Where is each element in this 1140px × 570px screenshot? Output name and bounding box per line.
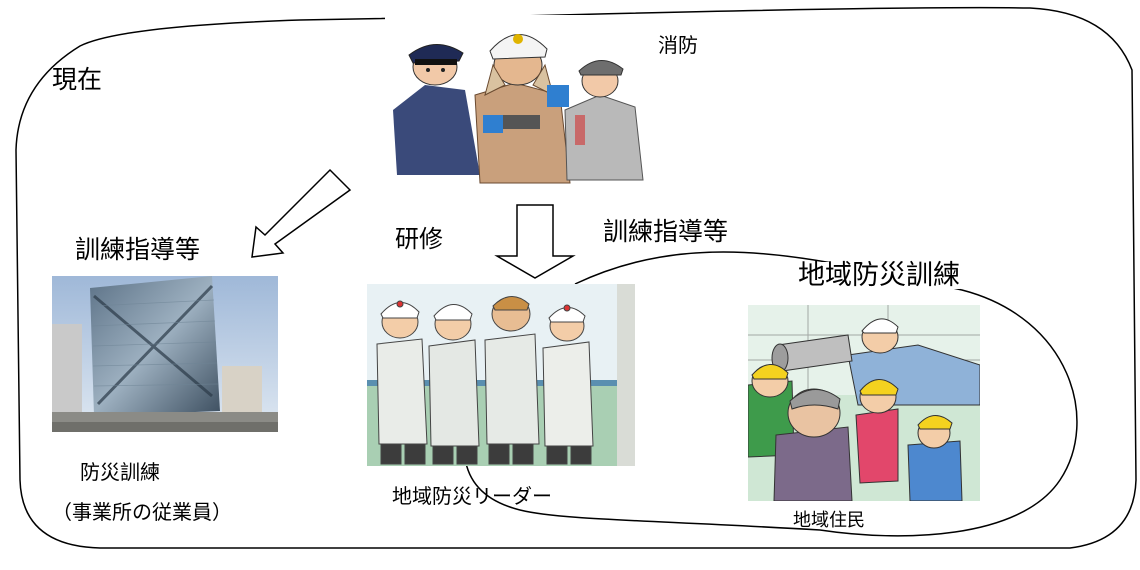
label-training-guidance-right: 訓練指導等 (603, 217, 729, 246)
label-community-drill: 地域防災訓練 (798, 260, 960, 291)
rounded-frame (15, 6, 1137, 549)
office-building-photo (52, 276, 278, 432)
rescue-worker-figure (564, 60, 644, 181)
label-training-guidance-left: 訓練指導等 (75, 235, 201, 264)
worker-figures (376, 296, 594, 465)
firefighter-figure (474, 34, 571, 184)
arrow-down-left (251, 168, 352, 258)
residents-illustration (748, 305, 980, 501)
label-employees-note: （事業所の従業員） (52, 500, 232, 524)
top-cropped-heading (2, 0, 462, 10)
label-workshop: 研修 (395, 225, 443, 253)
police-officer-figure (393, 44, 480, 175)
label-current: 現在 (52, 65, 103, 94)
elderly-woman (773, 388, 853, 501)
label-residents: 地域住民 (793, 510, 865, 531)
label-community-leader: 地域防災リーダー (392, 484, 552, 508)
arrow-down (494, 204, 576, 279)
label-fire-department: 消防 (658, 33, 698, 57)
fire-personnel-illustration (385, 15, 653, 190)
community-leaders-illustration (367, 284, 635, 466)
label-disaster-drill: 防災訓練 (80, 460, 160, 484)
